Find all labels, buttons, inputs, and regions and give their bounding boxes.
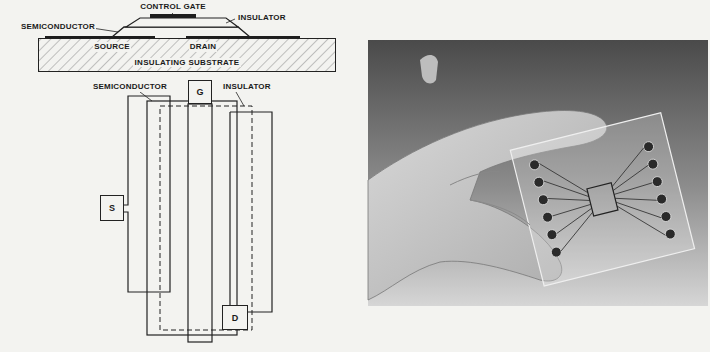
- layer-label: CONTROL GATE: [139, 2, 207, 12]
- source-pad: S: [100, 195, 124, 221]
- semiconductor-layer: [112, 27, 250, 37]
- layer-label: INSULATOR: [237, 13, 287, 23]
- electrode-label: SOURCE: [93, 42, 130, 52]
- leader-line: [172, 13, 174, 15]
- leader-line: [236, 92, 244, 106]
- layer-label: SEMICONDUCTOR: [92, 82, 168, 92]
- drain-electrode-outline: [222, 112, 272, 318]
- layer-label: INSULATOR: [222, 82, 272, 92]
- layer-label: SEMICONDUCTOR: [20, 22, 96, 32]
- leader-line: [140, 92, 152, 101]
- gate-strip: [188, 104, 212, 342]
- node-text: INSULATING SUBSTRATE: [133, 58, 242, 67]
- substrate-block: INSULATING SUBSTRATE: [38, 38, 336, 72]
- insulator-outline: [160, 106, 252, 330]
- leader-line: [226, 19, 235, 23]
- electrode-label: DRAIN: [189, 42, 217, 52]
- node-text: S: [109, 203, 115, 213]
- control-gate: [150, 14, 196, 18]
- photograph: [368, 40, 708, 306]
- substrate-hatching: [38, 38, 336, 72]
- gate-pad: G: [188, 80, 212, 104]
- node-text: G: [196, 87, 203, 97]
- insulator-layer: [126, 18, 238, 27]
- node-text: D: [232, 313, 239, 323]
- drain-pad: D: [222, 305, 248, 330]
